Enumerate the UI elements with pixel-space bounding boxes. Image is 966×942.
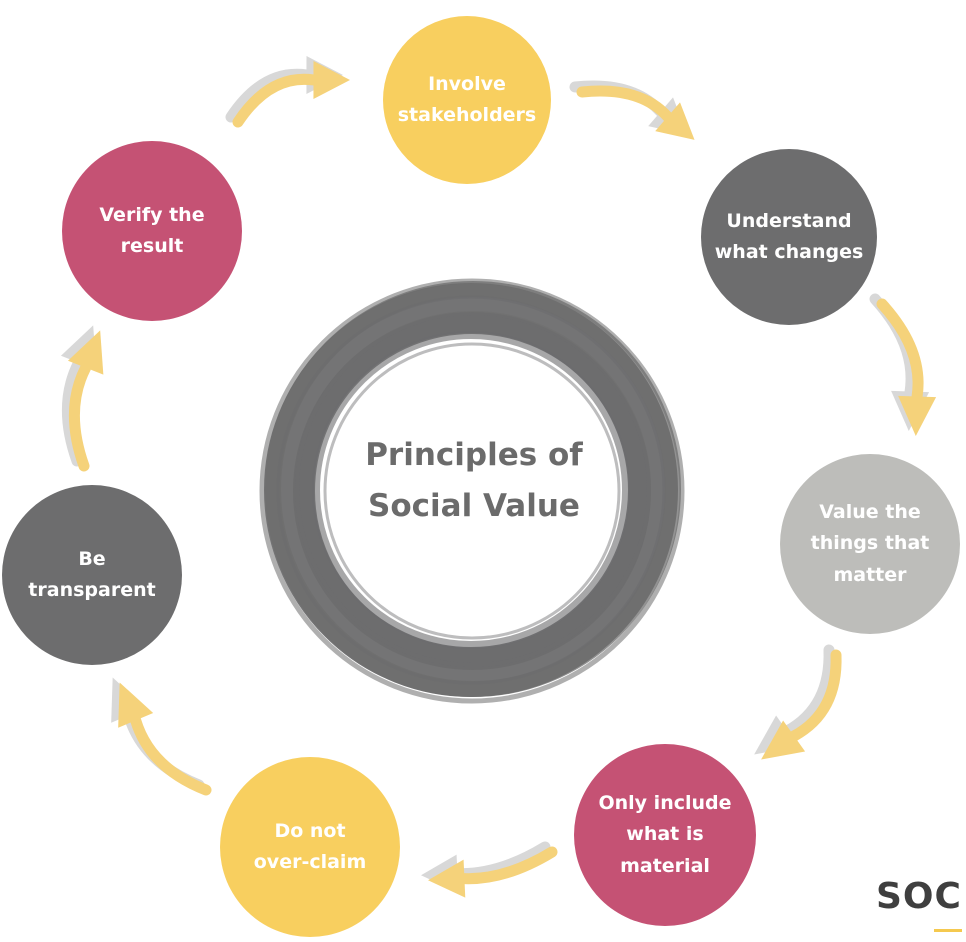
node-involve-stakeholders: Involve stakeholders bbox=[383, 16, 551, 184]
arrow-verify-to-involve-shaft bbox=[232, 73, 319, 128]
node-value-the-things-that-matter: Value the things that matter bbox=[780, 454, 960, 634]
node-understand-what-changes-label: Understand what changes bbox=[714, 209, 864, 263]
node-only-include-what-is-material: Only include what is material bbox=[574, 744, 756, 926]
arrow-value-to-material-head bbox=[761, 720, 806, 760]
brush-ring-stroke bbox=[323, 342, 621, 640]
arrow-transparent-to-verify-head bbox=[67, 330, 104, 375]
brush-ring-stroke bbox=[259, 278, 685, 704]
arrow-overclaim-to-transparent-head bbox=[118, 682, 154, 728]
soc-logo-text: SOC bbox=[876, 876, 962, 917]
arrow-understand-to-value-shaft bbox=[876, 298, 924, 402]
arrow-overclaim-to-transparent-shaft bbox=[130, 714, 212, 796]
arrow-value-to-material-shaft bbox=[788, 649, 842, 742]
arrow-involve-to-understand-head bbox=[655, 102, 695, 140]
brush-ring-stroke bbox=[276, 295, 666, 685]
brush-ring-stroke bbox=[264, 283, 678, 697]
soc-logo: SOC bbox=[876, 876, 962, 936]
soc-logo-underline bbox=[934, 929, 962, 932]
node-verify-the-result-label: Verify the result bbox=[99, 203, 205, 257]
arrow-value-to-material-shadow-shaft bbox=[781, 644, 835, 737]
arrow-involve-to-understand-shaft bbox=[576, 85, 674, 123]
brush-ring-stroke bbox=[293, 312, 651, 670]
node-be-transparent: Be transparent bbox=[2, 485, 182, 665]
arrow-material-to-overclaim-shaft bbox=[458, 846, 558, 885]
arrow-transparent-to-verify-shaft bbox=[68, 362, 92, 472]
node-verify-the-result: Verify the result bbox=[62, 141, 242, 321]
node-do-not-over-claim-label: Do not over-claim bbox=[253, 819, 367, 873]
node-understand-what-changes: Understand what changes bbox=[701, 149, 877, 325]
node-value-the-things-that-matter-label: Value the things that matter bbox=[810, 500, 930, 586]
brush-ring-stroke bbox=[312, 331, 630, 649]
node-only-include-what-is-material-label: Only include what is material bbox=[598, 791, 732, 877]
node-involve-stakeholders-label: Involve stakeholders bbox=[397, 72, 537, 126]
center-title: Principles of Social Value bbox=[365, 437, 583, 525]
brush-ring-stroke bbox=[265, 281, 681, 697]
arrow-understand-to-value-head bbox=[898, 395, 937, 436]
node-do-not-over-claim: Do not over-claim bbox=[220, 757, 400, 937]
center-brush-ring bbox=[259, 278, 685, 704]
arrow-verify-to-involve-head bbox=[313, 60, 350, 99]
cycle-arrows bbox=[60, 55, 937, 898]
brush-ring-stroke bbox=[295, 311, 651, 667]
arrow-material-to-overclaim-head bbox=[428, 859, 466, 898]
node-be-transparent-label: Be transparent bbox=[28, 547, 156, 601]
